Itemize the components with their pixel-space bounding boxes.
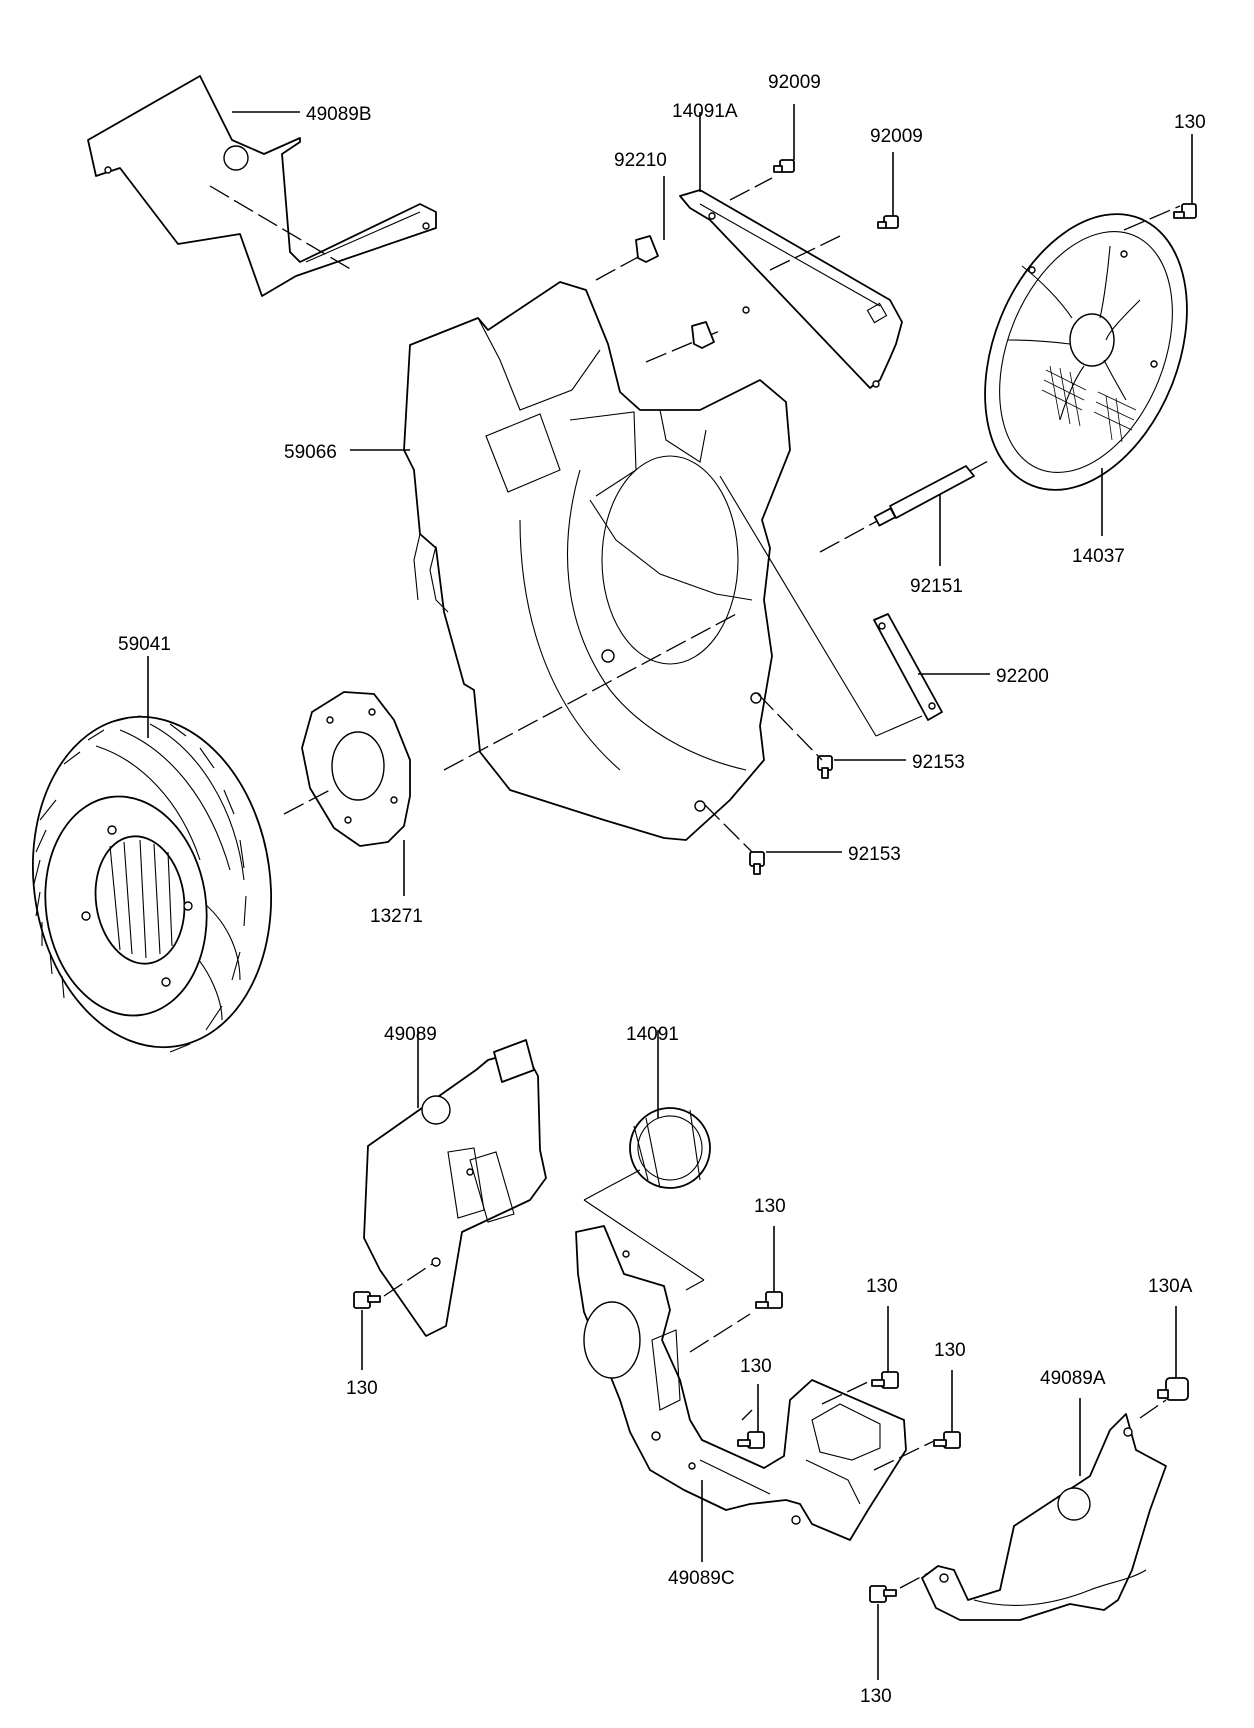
label-92009-a: 92009 (768, 72, 821, 93)
label-59041: 59041 (118, 634, 171, 655)
label-130-frame-middle: 130 (866, 1276, 898, 1297)
label-49089B: 49089B (306, 104, 372, 125)
screw-92009-upper (773, 159, 795, 173)
frame-49089C (575, 1225, 907, 1541)
screen-14037 (984, 213, 1188, 491)
label-130-frame-left: 130 (740, 1356, 772, 1377)
label-49089A: 49089A (1040, 1368, 1106, 1389)
plate-49089B (87, 75, 437, 297)
label-49089: 49089 (384, 1024, 437, 1045)
bolt-130-frame-right (933, 1431, 961, 1449)
label-13271: 13271 (370, 906, 423, 927)
stud-92151 (873, 465, 975, 527)
fan-59041 (31, 715, 273, 1053)
label-92009-b: 92009 (870, 126, 923, 147)
label-92210: 92210 (614, 150, 667, 171)
label-130-frame-right: 130 (934, 1340, 966, 1361)
fan-shroud-59066 (403, 281, 791, 841)
bolt-92153-lower (749, 851, 765, 875)
label-92153-a: 92153 (912, 752, 965, 773)
label-92200: 92200 (996, 666, 1049, 687)
label-92151: 92151 (910, 576, 963, 597)
bolt-92153-upper (817, 755, 833, 779)
plate-92200 (873, 613, 943, 721)
label-92153-b: 92153 (848, 844, 901, 865)
label-14091: 14091 (626, 1024, 679, 1045)
screw-92009-lower (877, 215, 899, 229)
bolt-130-top (1173, 203, 1197, 219)
bolt-130-frame-middle (871, 1371, 899, 1389)
bolt-130-left (353, 1291, 381, 1309)
bolt-130-frame-left (737, 1431, 765, 1449)
label-49089C: 49089C (668, 1568, 735, 1589)
label-130-center: 130 (754, 1196, 786, 1217)
collar-14091 (629, 1107, 711, 1189)
cover-49089A (921, 1413, 1167, 1621)
screen-mesh (1041, 365, 1137, 443)
label-14091A: 14091A (672, 101, 738, 122)
cover-49089 (363, 1039, 547, 1337)
label-130-top: 130 (1174, 112, 1206, 133)
label-14037: 14037 (1072, 546, 1125, 567)
clip-92210 (635, 235, 715, 349)
bolt-130A (1157, 1377, 1189, 1401)
bracket-14091A (679, 189, 903, 389)
label-130-bottom: 130 (860, 1686, 892, 1707)
label-130A: 130A (1148, 1276, 1193, 1297)
plate-13271 (301, 691, 411, 847)
bolt-130-bottom (869, 1585, 897, 1603)
label-130-left: 130 (346, 1378, 378, 1399)
label-59066: 59066 (284, 442, 337, 463)
bolt-130-center (755, 1291, 783, 1309)
